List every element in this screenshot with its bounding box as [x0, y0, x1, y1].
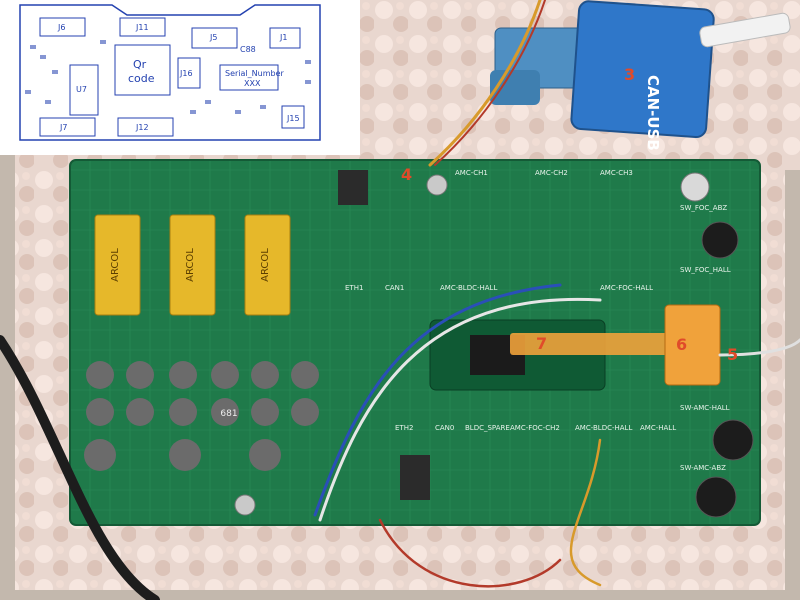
- svg-text:SW-AMC-HALL: SW-AMC-HALL: [680, 404, 730, 412]
- inset-qr-text: Qr: [133, 58, 147, 71]
- can-usb-text: CAN-USB: [644, 75, 662, 151]
- svg-text:AMC-CH2: AMC-CH2: [535, 169, 568, 177]
- svg-text:AMC-FOC-CH2: AMC-FOC-CH2: [510, 424, 560, 432]
- inset-label-j16: J16: [179, 69, 193, 78]
- knob-hall: [701, 221, 739, 259]
- silkscreen-labels: AMC-CH1 AMC-CH2 AMC-CH3 ETH1 CAN1 AMC-BL…: [345, 169, 731, 472]
- svg-text:AMC-BLDC-HALL: AMC-BLDC-HALL: [440, 284, 497, 292]
- inset-label-j7: J7: [59, 123, 67, 132]
- svg-text:AMC-BLDC-HALL: AMC-BLDC-HALL: [575, 424, 632, 432]
- inset-label-j15: J15: [286, 114, 300, 123]
- svg-text:SW_FOC_ABZ: SW_FOC_ABZ: [680, 204, 727, 212]
- callouts: 3 4 5 6 7: [401, 65, 738, 364]
- pot-bottom: [234, 494, 256, 516]
- inset-code-text: code: [128, 72, 155, 85]
- knob-amc-abz: [695, 476, 737, 518]
- svg-text:AMC-CH3: AMC-CH3: [600, 169, 633, 177]
- inset-label-serial: Serial_Number: [225, 69, 284, 78]
- pcb-layout-inset: J6 J11 J5 J1 J16 U7 C88 Serial_Number XX…: [0, 0, 360, 155]
- knob-abz: [680, 172, 710, 202]
- knob-amc-hall: [712, 419, 754, 461]
- inset-label-xxx: XXX: [244, 79, 261, 88]
- svg-text:AMC-CH1: AMC-CH1: [455, 169, 488, 177]
- pot-top: [426, 174, 448, 196]
- inset-label-c88: C88: [240, 45, 256, 54]
- resistor-label-1: ARCOL: [110, 248, 121, 282]
- inset-label-j6: J6: [57, 23, 65, 32]
- resistor-label-3: ARCOL: [260, 248, 271, 282]
- svg-text:AMC-FOC-HALL: AMC-FOC-HALL: [600, 284, 653, 292]
- svg-text:CAN1: CAN1: [385, 284, 404, 292]
- svg-text:ETH1: ETH1: [345, 284, 363, 292]
- inset-label-j1: J1: [279, 33, 287, 42]
- callout-6: 6: [676, 335, 687, 354]
- svg-text:SW-AMC-ABZ: SW-AMC-ABZ: [680, 464, 726, 472]
- svg-text:ETH2: ETH2: [395, 424, 413, 432]
- callout-4: 4: [401, 165, 412, 184]
- callout-5: 5: [727, 345, 738, 364]
- svg-text:SW_FOC_HALL: SW_FOC_HALL: [680, 266, 731, 274]
- callout-7: 7: [536, 334, 547, 353]
- svg-text:AMC-HALL: AMC-HALL: [640, 424, 676, 432]
- power-resistors: ARCOL ARCOL ARCOL: [94, 214, 291, 316]
- controller-module: [429, 304, 721, 391]
- ethernet-jack-2: [400, 455, 430, 500]
- callout-3: 3: [624, 65, 635, 84]
- capacitor-grid: 681: [84, 361, 319, 471]
- ethernet-jack-1: [338, 170, 368, 205]
- inset-label-j11: J11: [135, 23, 149, 32]
- inset-label-j5: J5: [209, 33, 217, 42]
- resistor-label-2: ARCOL: [185, 248, 196, 282]
- inset-label-j12: J12: [135, 123, 149, 132]
- svg-text:CAN0: CAN0: [435, 424, 454, 432]
- capacitor-label: 681: [220, 409, 237, 419]
- svg-text:BLDC_SPARE: BLDC_SPARE: [465, 424, 510, 432]
- inset-label-u7: U7: [76, 85, 87, 94]
